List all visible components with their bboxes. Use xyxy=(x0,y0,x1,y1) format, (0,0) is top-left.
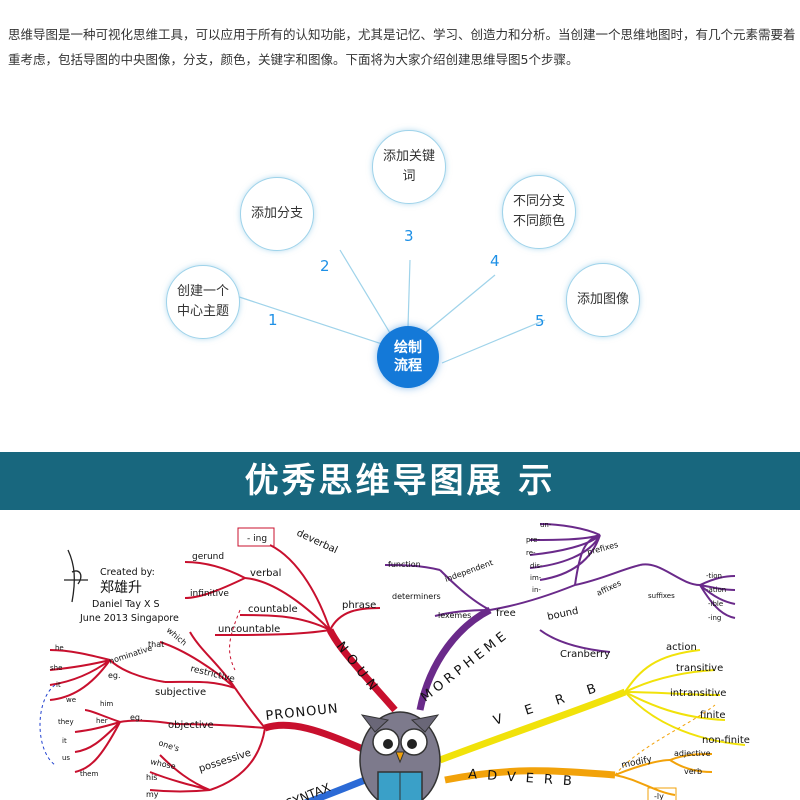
pronoun-branch xyxy=(49,609,367,793)
morpheme-word-ing: -ing xyxy=(708,614,721,622)
credit-chinese-name: 郑雄升 xyxy=(100,580,142,596)
adverb-word-ly: -ly xyxy=(654,792,664,800)
connector-lines xyxy=(217,249,546,364)
step-number-1: 1 xyxy=(268,311,278,329)
morpheme-word-prefixes: prefixes xyxy=(586,540,619,557)
pronoun-word-nominative: nominative xyxy=(108,643,154,665)
morpheme-word-un: un- xyxy=(540,521,552,529)
verb-word-transitive: transitive xyxy=(676,663,723,674)
noun-word-independent: independent xyxy=(444,558,495,584)
morpheme-word-bound: bound xyxy=(546,606,579,623)
pronoun-word-her: her xyxy=(96,717,108,725)
step-bubble-1: 创建一个 中心主题 xyxy=(166,265,240,339)
step-label-2: 添加分支 xyxy=(250,206,303,221)
process-center-node: 绘制 流程 xyxy=(377,326,439,388)
verb-branch xyxy=(438,649,746,764)
pronoun-word-us: us xyxy=(62,754,70,762)
morpheme-branch xyxy=(384,523,736,711)
noun-word-deverbal: deverbal xyxy=(295,528,339,557)
pronoun-word-his: his xyxy=(146,773,157,782)
morpheme-word-affixes: affixes xyxy=(595,579,623,598)
step-label-4: 不同分支 不同颜色 xyxy=(512,194,565,229)
branch-pronoun-label: PRONOUN xyxy=(265,701,339,724)
noun-word-determiners: determiners xyxy=(392,592,441,601)
noun-word-function: function xyxy=(388,560,421,569)
morpheme-word-suffixes: suffixes xyxy=(648,592,675,600)
step-number-2: 2 xyxy=(320,257,330,275)
morpheme-word-cranberry: Cranberry xyxy=(560,649,610,660)
noun-word-infinitive: infinitive xyxy=(190,589,229,599)
step-number-5: 5 xyxy=(535,312,545,330)
morpheme-word-tion: -tion xyxy=(706,572,722,580)
step-number-4: 4 xyxy=(490,252,500,270)
step-bubble-5: 添加图像 xyxy=(566,263,640,337)
noun-word-lexemes: lexemes xyxy=(438,611,471,620)
pronoun-word-them: them xyxy=(80,770,98,778)
process-center-label: 绘制 流程 xyxy=(394,340,422,374)
credit-name: Daniel Tay X S xyxy=(92,599,160,610)
showcase-banner: 优秀思维导图展 示 xyxy=(0,452,800,510)
morpheme-word-im: im- xyxy=(530,574,542,582)
pronoun-link-arrow xyxy=(39,684,56,766)
ly-box xyxy=(647,787,677,800)
pronoun-word-whose: whose xyxy=(150,757,177,771)
pronoun-word-we: we xyxy=(66,696,76,704)
pronoun-word-eg-1: eg. xyxy=(108,671,121,680)
pronoun-word-eg-2: eg. xyxy=(130,713,143,722)
step-bubble-2: 添加分支 xyxy=(240,177,314,251)
adverb-branch xyxy=(444,704,716,796)
noun-word-ing: - ing xyxy=(247,534,267,544)
pronoun-word-she: she xyxy=(50,664,62,672)
noun-word-uncountable: uncountable xyxy=(218,624,280,635)
ing-box xyxy=(237,527,275,547)
branch-noun-label: NOUN xyxy=(333,639,384,698)
noun-word-gerund: gerund xyxy=(192,552,224,562)
adverb-word-adjective: adjective xyxy=(674,749,711,758)
verb-word-non-finite: non-finite xyxy=(702,735,750,746)
step-bubble-4: 不同分支 不同颜色 xyxy=(502,175,576,249)
morpheme-word-in: in- xyxy=(532,586,541,594)
noun-branch xyxy=(184,544,398,713)
pronoun-word-they: they xyxy=(58,718,74,726)
verb-word-action: action xyxy=(666,642,697,653)
pronoun-word-subjective: subjective xyxy=(155,687,206,698)
step-label-3: 添加关键 词 xyxy=(382,149,435,184)
pronoun-word-it-1: it xyxy=(56,681,61,689)
step-bubble-3: 添加关键 词 xyxy=(372,130,446,204)
noun-word-verbal: verbal xyxy=(250,568,281,579)
morpheme-word-re: re- xyxy=(526,549,536,557)
credit-created-by: Created by: xyxy=(100,567,155,578)
pronoun-word-objective: objective xyxy=(168,720,214,731)
morpheme-word-dis: dis- xyxy=(530,562,543,570)
noun-word-free: free xyxy=(496,608,516,619)
pronoun-word-ones: one's xyxy=(157,738,180,753)
adverb-word-modify: modify xyxy=(621,755,654,771)
morpheme-word-ation: -ation xyxy=(706,586,726,594)
morpheme-word-ible: -ible xyxy=(708,600,723,608)
pronoun-word-it-2: it xyxy=(62,737,67,745)
step-label-5: 添加图像 xyxy=(576,292,629,307)
pronoun-word-him: him xyxy=(100,700,113,708)
credit-date: June 2013 Singapore xyxy=(79,613,179,624)
pronoun-word-he: he xyxy=(55,644,64,652)
creator-signature-icon xyxy=(64,549,88,603)
step-number-3: 3 xyxy=(404,227,414,245)
owl-mascot-icon xyxy=(359,711,441,800)
noun-word-countable: countable xyxy=(248,604,298,615)
adverb-word-verb: verb xyxy=(684,767,702,776)
process-diagram: 创建一个 中心主题 添加分支 添加关键 词 不同分支 不同颜色 添加图像 1 2… xyxy=(0,115,800,415)
intro-paragraph: 思维导图是一种可视化思维工具，可以应用于所有的认知功能，尤其是记忆、学习、创造力… xyxy=(8,27,796,67)
grammar-mind-map: Created by: 郑雄升 Daniel Tay X S June 2013… xyxy=(39,521,750,800)
morpheme-word-pre: pre- xyxy=(526,536,540,544)
pronoun-word-that: that xyxy=(148,640,164,649)
step-label-1: 创建一个 中心主题 xyxy=(176,284,229,319)
pronoun-word-my: my xyxy=(146,790,159,799)
verb-word-intransitive: intransitive xyxy=(670,688,726,699)
verb-word-finite: finite xyxy=(700,710,726,721)
noun-word-phrase: phrase xyxy=(342,600,376,611)
